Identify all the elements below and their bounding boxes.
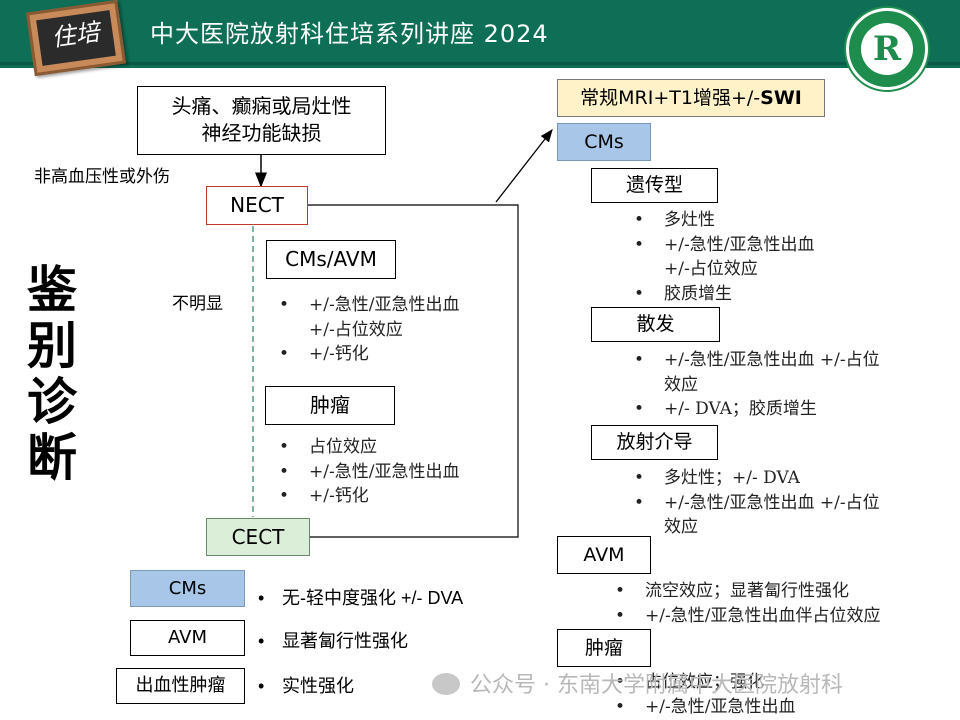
cect-result-text: 显著匐行性强化 [282, 631, 408, 651]
bullet-text: +/-急性/亚急性出血 [664, 234, 815, 255]
side-title: 鉴 别 诊 断 [22, 262, 82, 486]
bullet-item: •+/-急性/亚急性出血 +/-占位效应 [634, 348, 880, 397]
cms-avm-box: CMs/AVM [266, 240, 396, 279]
bullet-text: +/- DVA；胶质增生 [664, 399, 817, 419]
mri-title-bold: SWI [760, 87, 802, 109]
cect-result-label: 出血性肿瘤 [116, 668, 245, 704]
bullet-item: •+/-急性/亚急性出血+/-占位效应 [634, 233, 814, 282]
bullet-text: +/-急性/亚急性出血伴占位效应 [645, 605, 881, 626]
bullet-text: 胶质增生 [664, 283, 732, 304]
nect-box: NECT [206, 186, 308, 225]
bullet-text: +/-急性/亚急性出血 +/-占位 [664, 492, 880, 513]
bullet-text: 占位效应 [309, 437, 377, 457]
cect-result-label: CMs [130, 570, 245, 607]
mri-tumor-box: 肿瘤 [557, 629, 651, 667]
condition-label: 非高血压性或外伤 [34, 167, 170, 187]
header-stripe [0, 62, 960, 65]
cms-avm-bullets: •+/-急性/亚急性出血+/-占位效应 •+/-钙化 [279, 293, 459, 367]
bullet-item: •占位效应；强化 [615, 672, 764, 692]
bullet-text: 多灶性；+/- DVA [664, 468, 800, 488]
side-title-char: 诊 [27, 373, 77, 431]
mri-avm-bullets: •流空效应；显著匐行性强化 •+/-急性/亚急性出血伴占位效应 [615, 579, 880, 628]
mri-group-box: 遗传型 [591, 168, 718, 203]
bullet-item: •+/-钙化 [279, 486, 369, 506]
unclear-label: 不明显 [172, 294, 223, 314]
watermark: 公众号 · 东南大学附属中大医院放射科 [432, 667, 843, 699]
cect-result-text: 无-轻中度强化 +/- DVA [282, 588, 464, 608]
symptom-line: 头痛、癫痫或局灶性 [171, 94, 352, 118]
mri-group-bullets: •多灶性 •+/-急性/亚急性出血+/-占位效应 •胶质增生 [634, 208, 814, 306]
arrow-to-mri [495, 128, 553, 203]
side-title-char: 别 [27, 317, 77, 375]
bullet-item: •+/- DVA；胶质增生 [634, 399, 817, 419]
mri-group-box: 散发 [591, 307, 720, 342]
bullet-text: 占位效应；强化 [645, 672, 764, 692]
bullet-text: +/-占位效应 [664, 259, 758, 279]
bullet-item: •胶质增生 [634, 283, 732, 304]
bullet-text: +/-急性/亚急性出血 [645, 696, 796, 717]
bullet-item: •+/-急性/亚急性出血 +/-占位效应 [634, 491, 880, 540]
bullet-text: 多灶性 [664, 210, 715, 230]
bullet-item: •+/-急性/亚急性出血伴占位效应 [615, 605, 881, 626]
cect-result-label: AVM [130, 620, 245, 656]
tumor-box: 肿瘤 [265, 386, 395, 425]
bullet-text: 效应 [664, 374, 698, 395]
cect-result-desc: •无-轻中度强化 +/- DVA [258, 588, 464, 608]
cect-result-desc: •显著匐行性强化 [258, 631, 408, 651]
hospital-logo: R [846, 8, 928, 90]
mri-tumor-bullets: •占位效应；强化 •+/-急性/亚急性出血 [615, 670, 795, 719]
bullet-text: +/-急性/亚急性出血 [309, 295, 460, 315]
bullet-text: +/-急性/亚急性出血 [309, 461, 460, 482]
bullet-text: 流空效应；显著匐行性强化 [645, 581, 849, 601]
bullet-text: +/-钙化 [309, 486, 369, 506]
tumor-bullets: •占位效应 •+/-急性/亚急性出血 •+/-钙化 [279, 435, 459, 509]
mri-title-box: 常规MRI+T1增强+/-SWI [557, 79, 825, 117]
side-title-char: 鉴 [27, 261, 77, 319]
mri-avm-box: AVM [557, 536, 651, 574]
mri-title-main: 常规MRI+T1增强+/- [580, 87, 761, 109]
bullet-item: •+/-急性/亚急性出血 [279, 461, 460, 482]
bullet-item: •+/-急性/亚急性出血 [615, 696, 796, 717]
cect-box: CECT [206, 518, 310, 556]
bullet-item: •占位效应 [279, 437, 377, 457]
watermark-text: 公众号 · 东南大学附属中大医院放射科 [470, 673, 843, 698]
side-title-char: 断 [27, 429, 77, 487]
bullet-item: •流空效应；显著匐行性强化 [615, 581, 849, 601]
mri-cms-box: CMs [557, 123, 651, 161]
bullet-text: 效应 [664, 517, 698, 537]
bullet-item: •+/-急性/亚急性出血+/-占位效应 [279, 293, 459, 342]
symptom-box: 头痛、癫痫或局灶性 神经功能缺损 [137, 86, 386, 155]
bullet-item: •多灶性 [634, 210, 715, 230]
bullet-item: •+/-钙化 [279, 344, 369, 364]
bracket-line [308, 204, 519, 538]
cect-result-text: 实性强化 [282, 676, 354, 696]
mri-group-box: 放射介导 [591, 425, 718, 460]
header-title: 中大医院放射科住培系列讲座 2024 [150, 20, 549, 48]
bullet-text: +/-急性/亚急性出血 +/-占位 [664, 350, 880, 370]
mri-group-bullets: •多灶性；+/- DVA •+/-急性/亚急性出血 +/-占位效应 [634, 466, 880, 540]
bullet-text: +/-占位效应 [309, 319, 403, 340]
mri-group-bullets: •+/-急性/亚急性出血 +/-占位效应 •+/- DVA；胶质增生 [634, 348, 880, 422]
bullet-text: +/-钙化 [309, 344, 369, 364]
symptom-line: 神经功能缺损 [201, 121, 322, 145]
bullet-item: •多灶性；+/- DVA [634, 468, 800, 488]
logo-letter: R [861, 23, 913, 75]
wechat-icon [432, 673, 460, 695]
cect-result-desc: •实性强化 [258, 676, 354, 696]
header-bar [0, 0, 960, 68]
